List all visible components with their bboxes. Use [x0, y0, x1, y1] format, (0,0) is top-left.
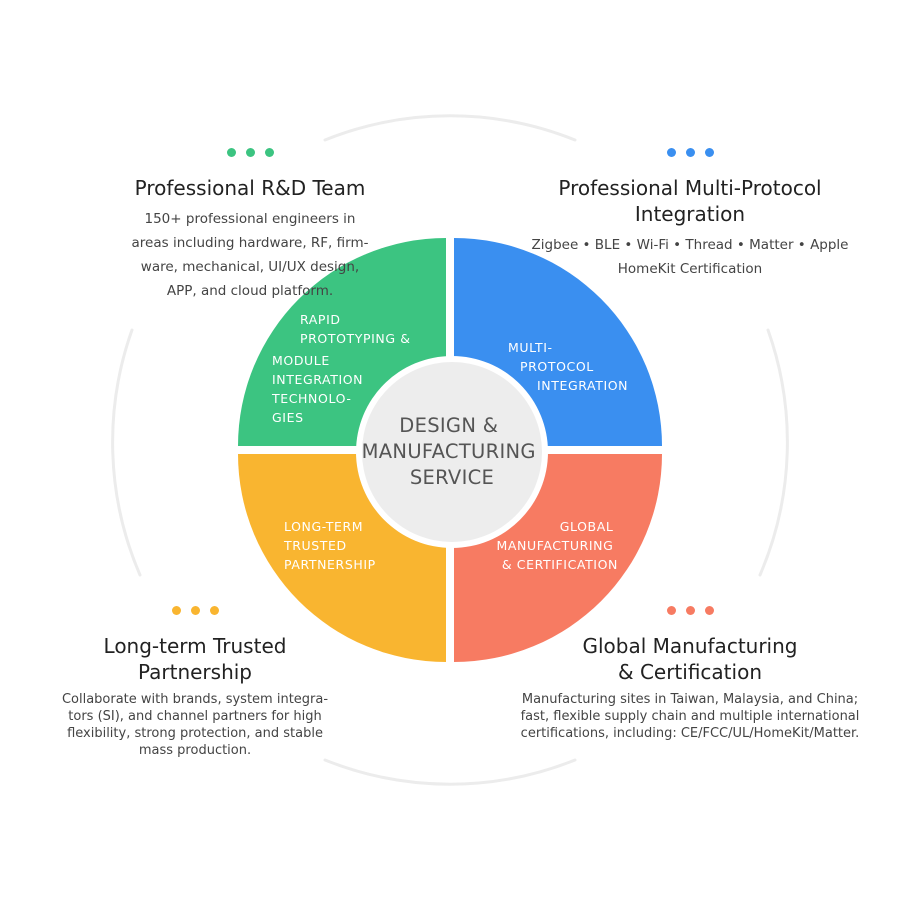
dot	[685, 606, 695, 615]
outer-ring	[111, 114, 789, 786]
card-description: Manufacturing sites in Taiwan, Malaysia,…	[490, 691, 890, 742]
card-long-term-partnership: Long-term Trusted Partnership Collaborat…	[30, 606, 360, 759]
card-title-line: Professional R&D Team	[134, 176, 366, 200]
card-global-manufacturing: Global Manufacturing & Certification Man…	[490, 606, 890, 742]
card-title-line: Partnership	[137, 660, 253, 684]
card-title-line: Professional Multi-Protocol	[558, 176, 822, 200]
card-description-line: mass production.	[138, 743, 252, 758]
card-description-line: Manufacturing sites in Taiwan, Malaysia,…	[521, 692, 859, 707]
dot	[264, 148, 274, 157]
card-description: 150+ professional engineers in areas inc…	[60, 207, 440, 303]
dots-indicator	[490, 148, 890, 157]
card-title-line: Integration	[634, 202, 746, 226]
outer-ring-arc-right	[758, 328, 789, 577]
card-description: Collaborate with brands, system integra-…	[30, 691, 360, 759]
card-description-line: ware, mechanical, UI/UX design,	[140, 259, 360, 275]
card-title: Professional Multi-Protocol Integration	[490, 175, 890, 227]
card-description: Zigbee • BLE • Wi-Fi • Thread • Matter •…	[490, 233, 890, 281]
card-title-line: Global Manufacturing	[582, 634, 798, 658]
card-description-line: 150+ professional engineers in	[144, 211, 356, 227]
card-description-line: certifications, including: CE/FCC/UL/Hom…	[520, 726, 860, 741]
center-circle	[362, 362, 542, 542]
card-description-line: HomeKit Certification	[617, 261, 763, 277]
center-label-line-3: SERVICE	[410, 466, 494, 489]
outer-ring-arc-top	[323, 114, 577, 142]
center-label-line-2: MANUFACTURING	[362, 440, 536, 463]
segment-label-global-manufacturing: GLOBAL MANUFACTURING & CERTIFICATION	[496, 519, 618, 572]
card-title: Global Manufacturing & Certification	[490, 633, 890, 685]
dot	[226, 148, 236, 157]
dots-indicator	[490, 606, 890, 615]
card-multi-protocol: Professional Multi-Protocol Integration …	[490, 148, 890, 281]
segment-label-long-term: LONG-TERM TRUSTED PARTNERSHIP	[283, 519, 376, 572]
card-description-line: Collaborate with brands, system integra-	[61, 692, 329, 707]
dots-indicator	[30, 606, 360, 615]
card-description-line: tors (SI), and channel partners for high	[68, 709, 322, 724]
dot	[704, 606, 714, 615]
card-description-line: flexibility, strong protection, and stab…	[67, 726, 323, 741]
dot	[209, 606, 219, 615]
outer-ring-arc-bottom	[323, 758, 577, 786]
center-label: DESIGN & MANUFACTURING SERVICE	[362, 414, 543, 489]
dot	[190, 606, 200, 615]
card-title-line: Long-term Trusted	[103, 634, 287, 658]
dot	[685, 148, 695, 157]
center-label-line-1: DESIGN &	[399, 414, 498, 437]
dot	[171, 606, 181, 615]
card-description-line: areas including hardware, RF, firm-	[131, 235, 369, 251]
card-description-line: APP, and cloud platform.	[166, 283, 334, 299]
dot	[245, 148, 255, 157]
card-rnd-team: Professional R&D Team 150+ professional …	[60, 148, 440, 303]
card-description-line: fast, flexible supply chain and multiple…	[520, 709, 860, 724]
segment-label-rapid-prototyping: RAPID PROTOTYPING & MODULE INTEGRATION T…	[271, 312, 415, 425]
dot	[666, 606, 676, 615]
outer-ring-arc-left	[111, 328, 142, 577]
card-description-line: Zigbee • BLE • Wi-Fi • Thread • Matter •…	[531, 237, 849, 253]
card-title: Long-term Trusted Partnership	[30, 633, 360, 685]
card-title-line: & Certification	[617, 660, 762, 684]
dots-indicator	[60, 148, 440, 157]
dot	[666, 148, 676, 157]
dot	[704, 148, 714, 157]
segment-label-multi-protocol: MULTI- PROTOCOL INTEGRATION	[508, 340, 628, 393]
card-title: Professional R&D Team	[60, 175, 440, 201]
